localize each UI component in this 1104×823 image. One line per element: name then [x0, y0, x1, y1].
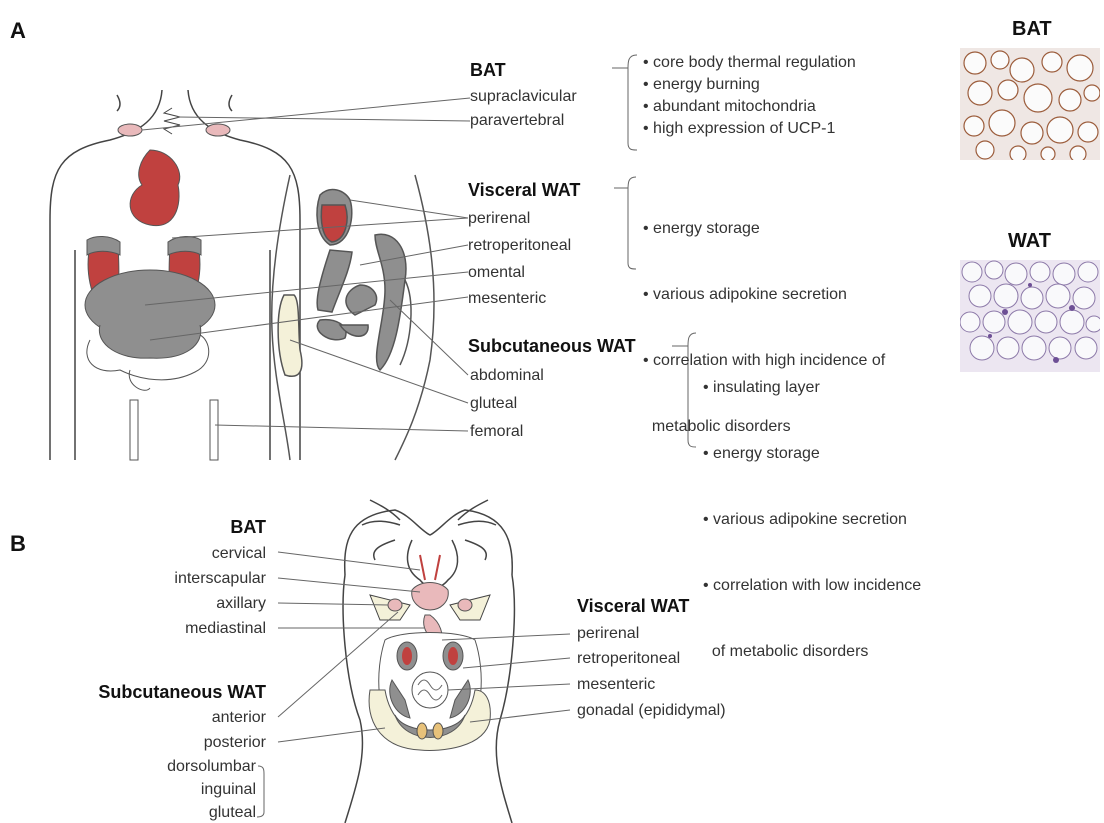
paravertebral-mark — [164, 108, 180, 134]
bat-feature: • energy burning — [643, 74, 856, 96]
panel-b-visceral-title: Visceral WAT — [577, 596, 689, 617]
depot-interscapular: interscapular — [174, 570, 266, 588]
bat-feature: • abundant mitochondria — [643, 96, 856, 118]
visceral-feature: • various adipokine secretion — [643, 284, 885, 306]
subcutaneous-feature: • various adipokine secretion — [703, 509, 921, 531]
wat-micrograph-texture — [960, 260, 1100, 372]
depot-mesenteric: mesenteric — [468, 290, 546, 308]
bat-supraclavicular-left — [118, 124, 142, 136]
wat-micrograph — [960, 260, 1100, 372]
panel-a-bat-title: BAT — [470, 60, 506, 81]
depot-femoral: femoral — [470, 423, 523, 441]
mouse-interscapular-bat — [412, 583, 449, 611]
bat-feature-list: • core body thermal regulation • energy … — [643, 52, 856, 140]
depot-perirenal: perirenal — [468, 210, 530, 228]
subcutaneous-feature: • insulating layer — [703, 377, 921, 399]
depot-inguinal: inguinal — [201, 781, 256, 799]
depot-abdominal: abdominal — [470, 367, 544, 385]
bat-micrograph-title: BAT — [1012, 18, 1052, 41]
bat-micrograph — [960, 48, 1100, 160]
depot-mediastinal: mediastinal — [185, 620, 266, 638]
subcutaneous-feature-list: • insulating layer • energy storage • va… — [703, 333, 921, 685]
bat-feature: • core body thermal regulation — [643, 52, 856, 74]
visceral-feature: • energy storage — [643, 218, 885, 240]
depot-retroperitoneal-mouse: retroperitoneal — [577, 650, 680, 668]
bat-feature: • high expression of UCP-1 — [643, 118, 856, 140]
depot-supraclavicular: supraclavicular — [470, 88, 577, 106]
bat-micrograph-texture — [960, 48, 1100, 160]
depot-cervical: cervical — [212, 545, 266, 563]
depot-dorsolumbar: dorsolumbar — [167, 758, 256, 776]
subcutaneous-feature: of metabolic disorders — [703, 641, 921, 663]
depot-gluteal-mouse: gluteal — [209, 804, 256, 822]
human-side-view — [272, 175, 434, 460]
panel-a-visceral-title: Visceral WAT — [468, 180, 580, 201]
depot-posterior: posterior — [204, 734, 266, 752]
bat-supraclavicular-right — [206, 124, 230, 136]
depot-perirenal-mouse: perirenal — [577, 625, 639, 643]
panel-b-subcutaneous-title: Subcutaneous WAT — [98, 682, 266, 703]
depot-axillary: axillary — [216, 595, 266, 613]
depot-mesenteric-mouse: mesenteric — [577, 676, 655, 694]
subcutaneous-feature: • energy storage — [703, 443, 921, 465]
depot-omental: omental — [468, 264, 525, 282]
panel-b-bat-title: BAT — [230, 517, 266, 538]
depot-gluteal: gluteal — [470, 395, 517, 413]
wat-micrograph-title: WAT — [1008, 230, 1051, 253]
bat-thoracic — [130, 150, 180, 226]
panel-a-subcutaneous-title: Subcutaneous WAT — [468, 336, 636, 357]
subcutaneous-feature: • correlation with low incidence — [703, 575, 921, 597]
depot-retroperitoneal: retroperitoneal — [468, 237, 571, 255]
depot-gonadal: gonadal (epididymal) — [577, 702, 726, 720]
depot-paravertebral: paravertebral — [470, 112, 564, 130]
depot-anterior: anterior — [212, 709, 266, 727]
panel-a-leaders — [142, 55, 696, 447]
